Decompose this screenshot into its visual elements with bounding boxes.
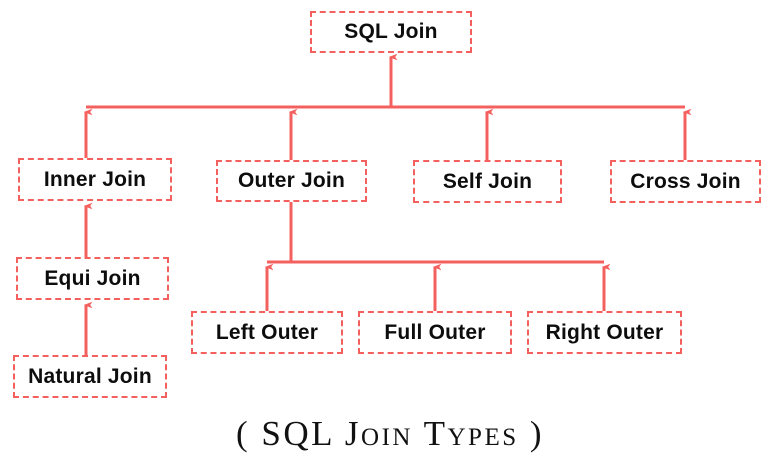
node-sql-join[interactable]: SQL Join	[310, 11, 472, 53]
diagram-caption: ( SQL Join Types )	[235, 414, 545, 453]
node-left-outer[interactable]: Left Outer	[191, 311, 343, 354]
node-cross-join[interactable]: Cross Join	[610, 160, 761, 203]
node-right-outer[interactable]: Right Outer	[527, 311, 682, 354]
node-equi-join[interactable]: Equi Join	[16, 257, 169, 300]
node-outer-join[interactable]: Outer Join	[216, 160, 367, 202]
node-full-outer[interactable]: Full Outer	[358, 311, 512, 354]
node-self-join[interactable]: Self Join	[413, 160, 562, 203]
node-inner-join[interactable]: Inner Join	[18, 158, 172, 201]
node-natural-join[interactable]: Natural Join	[13, 355, 167, 398]
